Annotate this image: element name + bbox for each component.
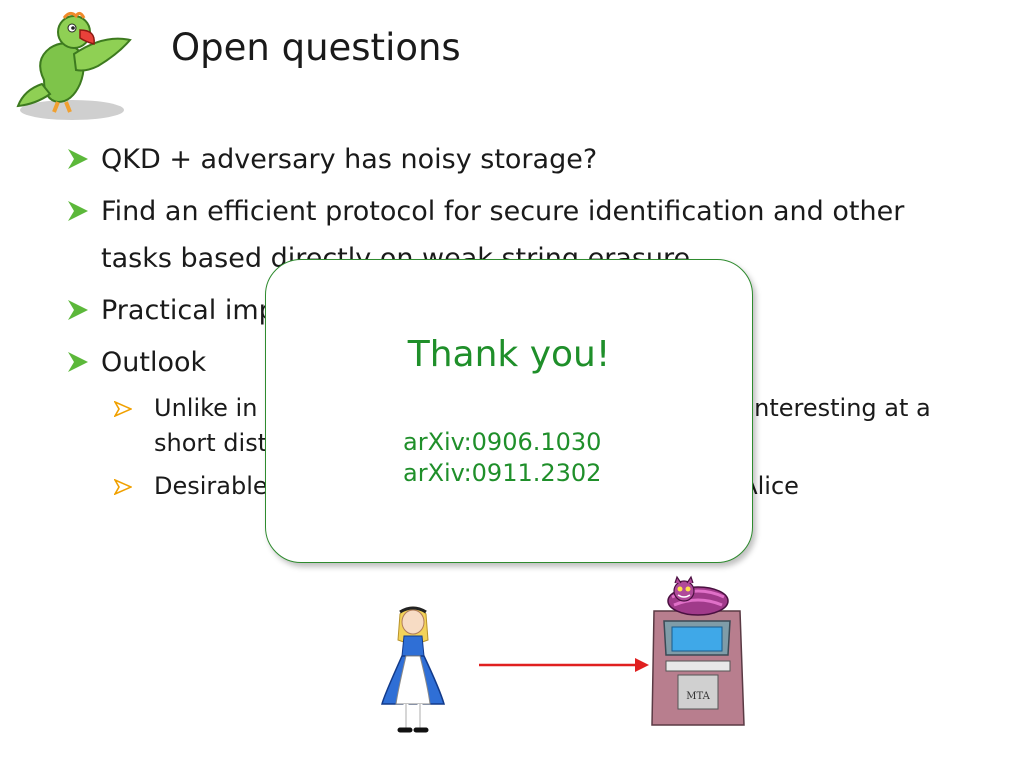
- parrot-icon: [16, 11, 132, 120]
- sub-bullet-arrow-icon: [114, 479, 132, 495]
- bullet-item: Find an efficient protocol for secure id…: [66, 188, 946, 282]
- bullet-item: QKD + adversary has noisy storage?: [66, 136, 946, 183]
- page-title: Open questions: [171, 26, 461, 69]
- popup-references: arXiv:0906.1030 arXiv:0911.2302: [403, 427, 601, 489]
- alice-illustration-icon: [381, 606, 445, 733]
- bullet-text: Find an efficient protocol for secure id…: [101, 196, 905, 274]
- atm-machine-icon: MTA: [651, 575, 745, 726]
- popup-heading: Thank you!: [407, 334, 611, 375]
- sub-bullet-arrow-icon: [114, 401, 132, 417]
- reference-link: arXiv:0906.1030: [403, 428, 602, 456]
- bullet-text: QKD + adversary has noisy storage?: [101, 144, 598, 175]
- connection-arrow-icon: [479, 658, 649, 672]
- bullet-arrow-icon: [68, 300, 88, 320]
- thank-you-popup: Thank you! arXiv:0906.1030 arXiv:0911.23…: [265, 259, 753, 563]
- reference-link: arXiv:0911.2302: [403, 459, 602, 487]
- atm-label: MTA: [686, 691, 710, 702]
- bullet-arrow-icon: [68, 352, 88, 372]
- bullet-arrow-icon: [68, 149, 88, 169]
- bullet-item: Outlook: [66, 339, 946, 386]
- bullet-text: Outlook: [101, 347, 207, 378]
- bullet-arrow-icon: [68, 201, 88, 221]
